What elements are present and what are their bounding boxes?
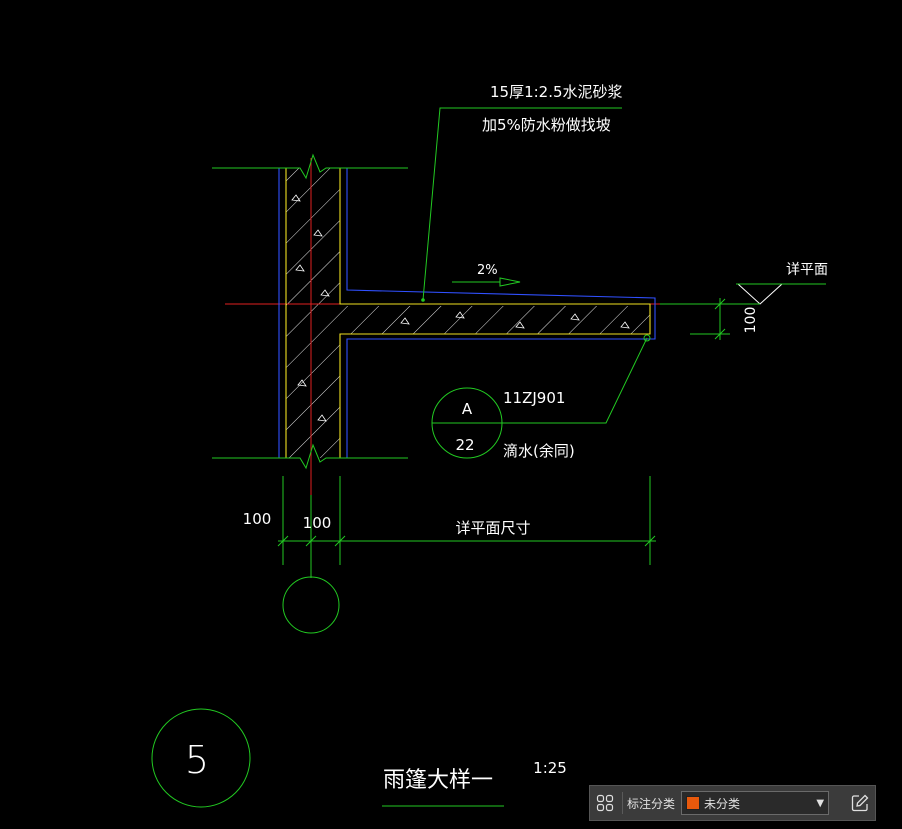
finish-lines	[278, 168, 656, 458]
detail-number-circle	[151, 708, 251, 808]
thickness-value: 100	[743, 307, 759, 334]
axis-bubble	[282, 576, 340, 634]
slope-arrow-icon	[452, 277, 521, 287]
chevron-down-icon: ▼	[816, 797, 825, 809]
dim-wall: 100	[303, 514, 332, 532]
break-lines	[212, 153, 408, 470]
leader-dot	[421, 298, 425, 302]
note-line-2: 加5%防水粉做找坡	[482, 116, 611, 134]
grid-icon[interactable]	[590, 786, 620, 820]
category-select[interactable]: 未分类 ▼	[681, 791, 830, 815]
drawing-title: 雨篷大样一	[383, 768, 493, 793]
thickness-dimension	[690, 298, 730, 340]
concrete-hatch	[286, 168, 650, 458]
dim-span: 详平面尺寸	[455, 519, 530, 537]
category-color-swatch	[686, 796, 701, 810]
ref-code: 11ZJ901	[503, 389, 565, 407]
edit-icon[interactable]	[845, 786, 875, 820]
detail-ref-bottom: 22	[455, 436, 474, 454]
detail-ref-top: A	[462, 400, 473, 418]
level-mark-icon	[660, 283, 826, 305]
finish-note-leader	[422, 107, 622, 301]
level-label: 详平面	[786, 262, 828, 278]
toolbar-divider	[622, 792, 623, 814]
drip-note: 滴水(余同)	[503, 442, 575, 460]
span-dimension	[277, 476, 656, 578]
detail-reference-bubble	[431, 387, 503, 459]
note-line-1: 15厚1:2.5水泥砂浆	[490, 83, 623, 101]
slope-label: 2%	[477, 263, 498, 278]
detail-number: 5	[185, 738, 209, 782]
drawing-scale: 1:25	[533, 759, 567, 777]
structure-outline	[285, 168, 651, 458]
annotation-toolbar: 标注分类 未分类 ▼	[589, 785, 876, 821]
category-select-value: 未分类	[704, 796, 741, 811]
category-label: 标注分类	[627, 796, 676, 811]
dim-left: 100	[243, 510, 272, 528]
drip-leader	[500, 334, 651, 424]
